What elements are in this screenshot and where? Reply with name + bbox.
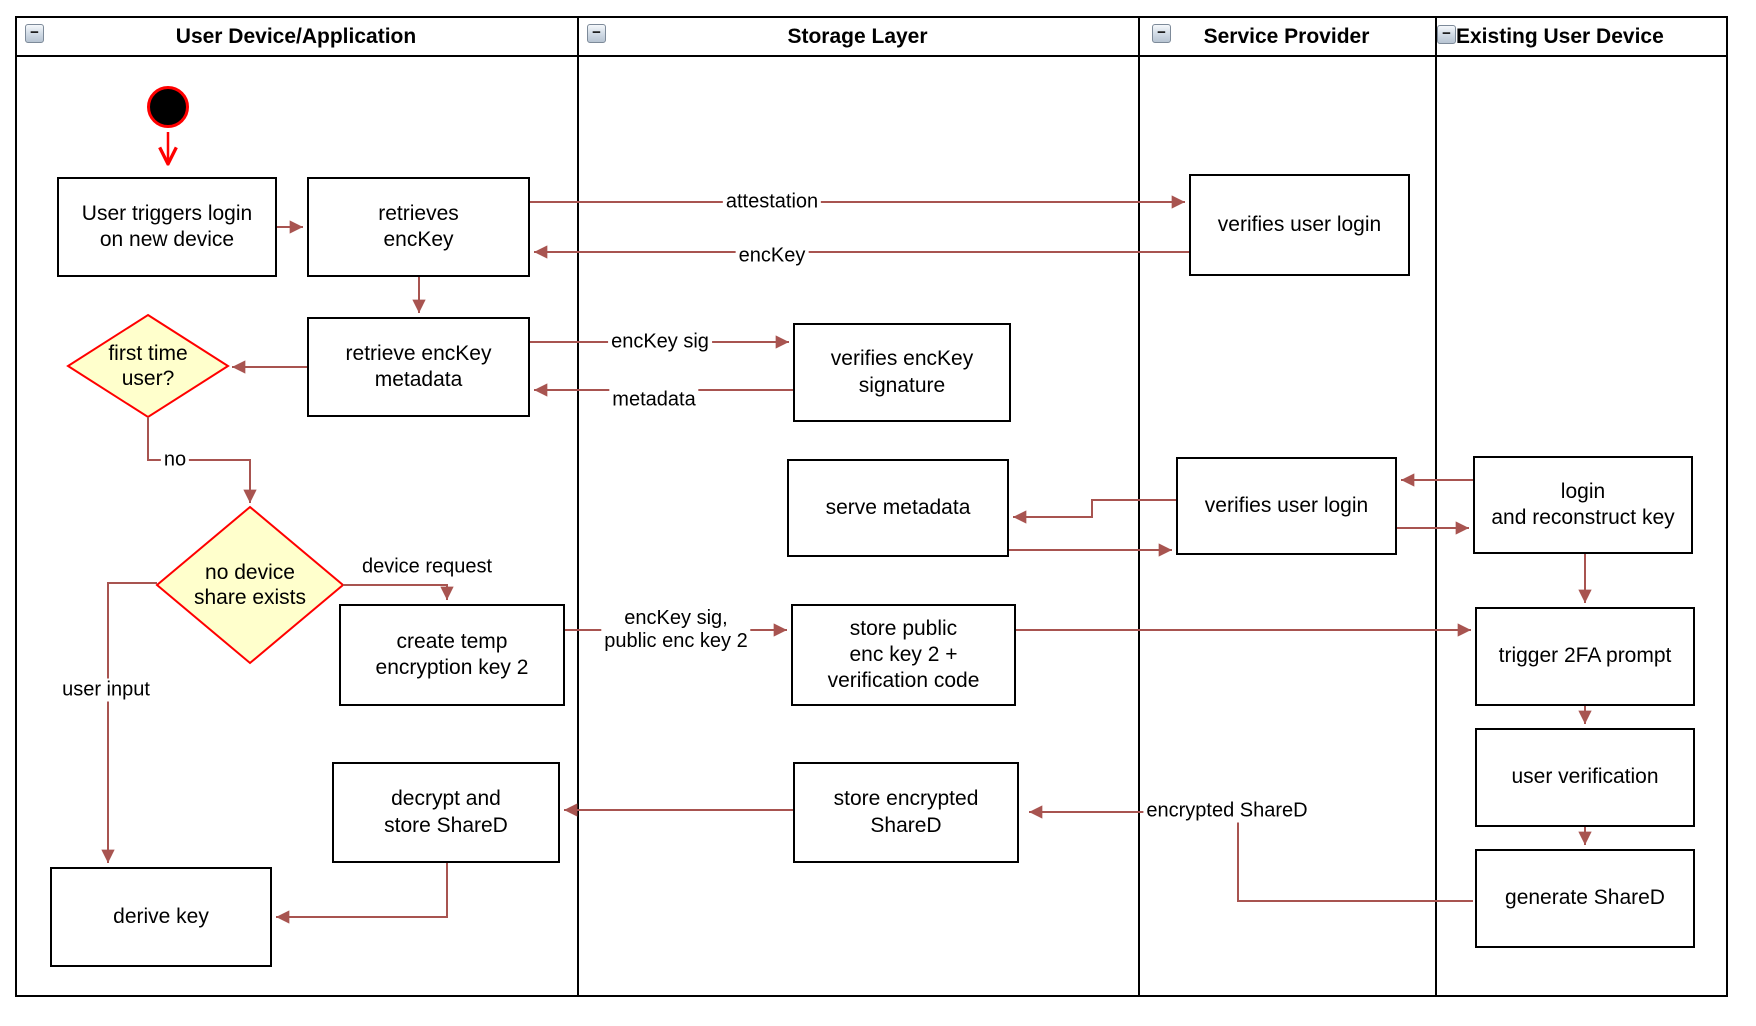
lane-title-existing-user-device: Existing User Device [1456,25,1664,48]
edge-label-metadata: metadata [609,388,699,412]
collapse-icon[interactable]: − [1152,24,1171,43]
node-retrieves-enckey[interactable]: retrieves encKey [307,177,530,277]
node-create-temp-key[interactable]: create temp encryption key 2 [339,604,565,706]
edge-decrypt-to-derive [276,863,448,924]
edge-label-device-request: device request [358,555,496,579]
node-store-encrypted-shared[interactable]: store encrypted ShareD [793,762,1019,863]
node-login-reconstruct-key[interactable]: login and reconstruct key [1473,456,1693,554]
decision-no-device-share[interactable] [155,505,345,665]
node-generate-shared[interactable]: generate ShareD [1475,849,1695,948]
edge-label-no: no [160,448,190,472]
node-store-public-key[interactable]: store public enc key 2 + verification co… [791,604,1016,706]
edge-label-attestation: attestation [722,190,822,214]
lane-title-storage-layer: Storage Layer [787,25,928,48]
decision-label-no-device-share: no device share exists [193,560,307,609]
node-derive-key[interactable]: derive key [50,867,272,967]
edge-label-enckey: encKey [735,244,809,268]
edge-label-encrypted-shared: encrypted ShareD [1143,799,1311,823]
edge-label-enckey-sig-public: encKey sig, public enc key 2 [601,607,751,653]
collapse-icon[interactable]: − [25,24,44,43]
lane-title-user-device: User Device/Application [175,25,417,48]
edge-label-user-input: user input [59,678,153,702]
lane-divider-2 [1138,16,1140,997]
lane-divider-1 [577,16,579,997]
node-user-triggers-login[interactable]: User triggers login on new device [57,177,277,277]
edge-verifies-to-serve [1013,499,1176,524]
node-serve-metadata[interactable]: serve metadata [787,459,1009,557]
lane-title-service-provider: Service Provider [1203,25,1370,48]
edge-no-branch [147,417,257,503]
edge-device-request [343,584,454,600]
node-verifies-user-login-2[interactable]: verifies user login [1176,457,1397,555]
node-verifies-user-login-1[interactable]: verifies user login [1189,174,1410,276]
node-retrieve-enckey-metadata[interactable]: retrieve encKey metadata [307,317,530,417]
edge-label-enckey-sig: encKey sig [608,330,712,354]
node-user-verification[interactable]: user verification [1475,728,1695,827]
decision-label-first-time-user: first time user? [108,341,188,390]
node-decrypt-store-shared[interactable]: decrypt and store ShareD [332,762,560,863]
node-trigger-2fa-prompt[interactable]: trigger 2FA prompt [1475,607,1695,706]
start-node[interactable] [147,86,189,128]
lane-divider-3 [1435,16,1437,997]
edge-user-input [101,582,157,863]
collapse-icon[interactable]: − [1437,25,1456,44]
edge-encrypted-shared [1029,805,1473,902]
node-verifies-enckey-signature[interactable]: verifies encKey signature [793,323,1011,422]
header-underline [15,55,1728,57]
collapse-icon[interactable]: − [587,24,606,43]
